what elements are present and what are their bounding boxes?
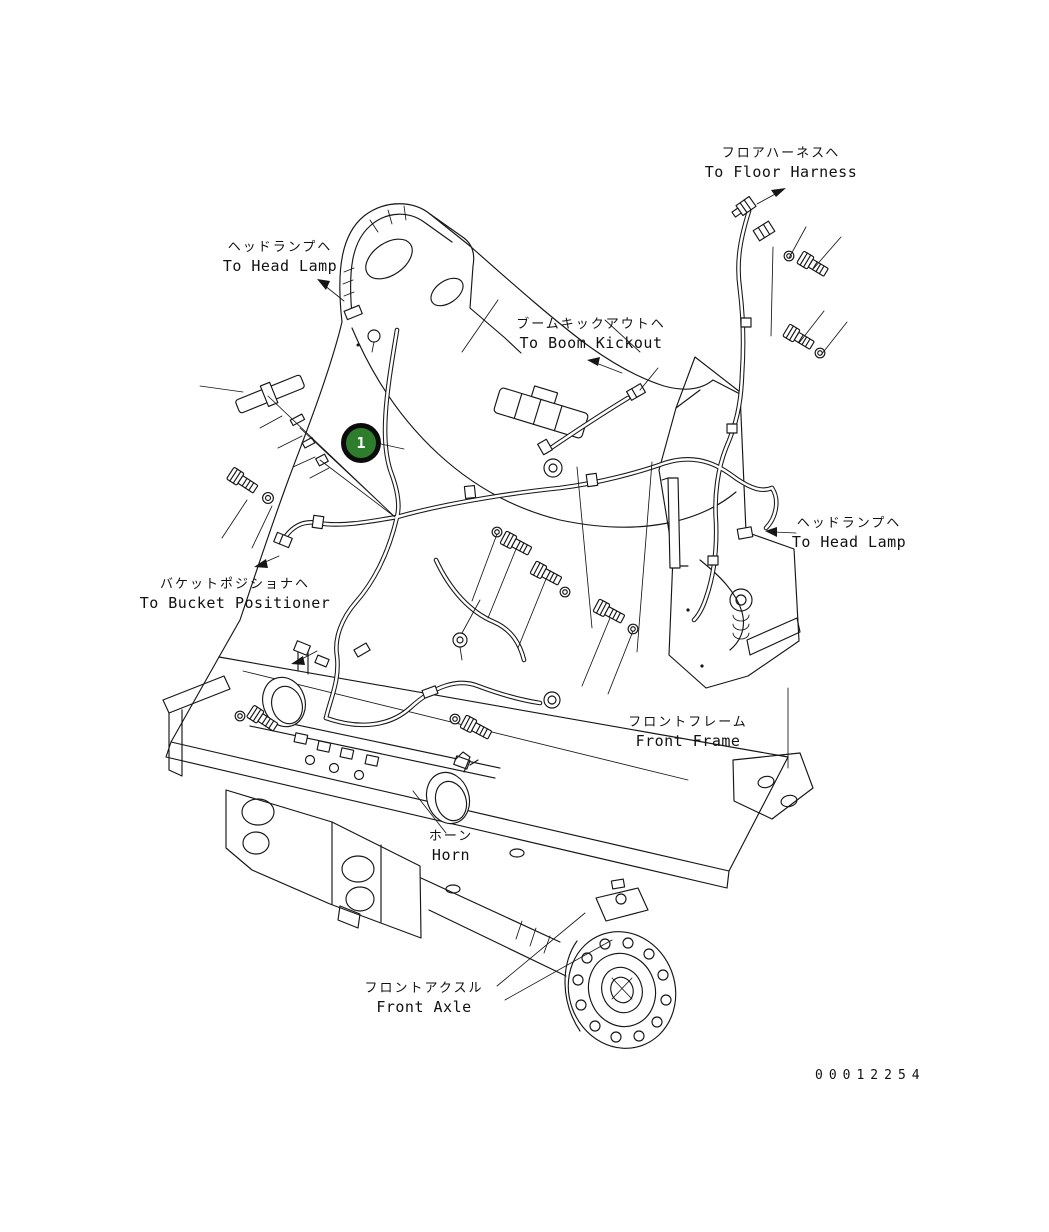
part-balloon-1[interactable]: 1	[341, 423, 381, 463]
label-to-boom-kickout-en: To Boom Kickout	[519, 334, 663, 352]
label-front-frame-jp: フロントフレーム	[628, 715, 748, 730]
deck-plate	[166, 657, 788, 893]
label-to-boom-kickout-jp: ブームキックアウトヘ	[516, 317, 666, 332]
label-to-bucket-positioner-en: To Bucket Positioner	[139, 594, 331, 612]
label-to-head-lamp-left-en: To Head Lamp	[222, 257, 338, 275]
part-balloon-1-number: 1	[356, 434, 366, 452]
label-to-head-lamp-left: ヘッドランプヘ To Head Lamp	[223, 239, 337, 275]
loose-parts	[233, 371, 328, 466]
label-to-floor-harness-jp: フロアハーネスヘ	[721, 146, 841, 161]
label-to-head-lamp-left-jp: ヘッドランプヘ	[227, 240, 333, 255]
label-front-axle: フロントアクスル Front Axle	[365, 980, 484, 1016]
label-horn-jp: ホーン	[428, 829, 474, 844]
front-axle-group	[226, 790, 692, 1064]
label-horn-en: Horn	[431, 846, 471, 864]
horn-discs	[256, 646, 478, 829]
drawing-number: 00012254	[815, 1068, 926, 1083]
label-to-floor-harness: フロアハーネスヘ To Floor Harness	[705, 145, 858, 181]
wiring-harness	[274, 196, 777, 724]
leader-lines	[200, 227, 847, 1000]
label-to-floor-harness-en: To Floor Harness	[704, 163, 858, 181]
left-bracket	[163, 676, 230, 776]
label-to-boom-kickout: ブームキックアウトヘ To Boom Kickout	[516, 316, 666, 352]
label-to-head-lamp-right-en: To Head Lamp	[791, 533, 907, 551]
frame-tower	[340, 204, 521, 353]
frame-body	[219, 246, 740, 657]
label-front-frame-en: Front Frame	[635, 732, 741, 750]
label-front-axle-jp: フロントアクスル	[364, 981, 484, 996]
direction-arrows	[254, 188, 796, 665]
label-front-axle-en: Front Axle	[376, 998, 472, 1016]
label-to-bucket-positioner-jp: バケットポジショナヘ	[159, 577, 310, 592]
label-to-head-lamp-right-jp: ヘッドランプヘ	[796, 516, 902, 531]
label-to-head-lamp-right: ヘッドランプヘ To Head Lamp	[792, 515, 906, 551]
label-front-frame: フロントフレーム Front Frame	[628, 714, 748, 750]
label-to-bucket-positioner: バケットポジショナヘ To Bucket Positioner	[140, 576, 331, 612]
label-horn: ホーン Horn	[429, 828, 473, 864]
